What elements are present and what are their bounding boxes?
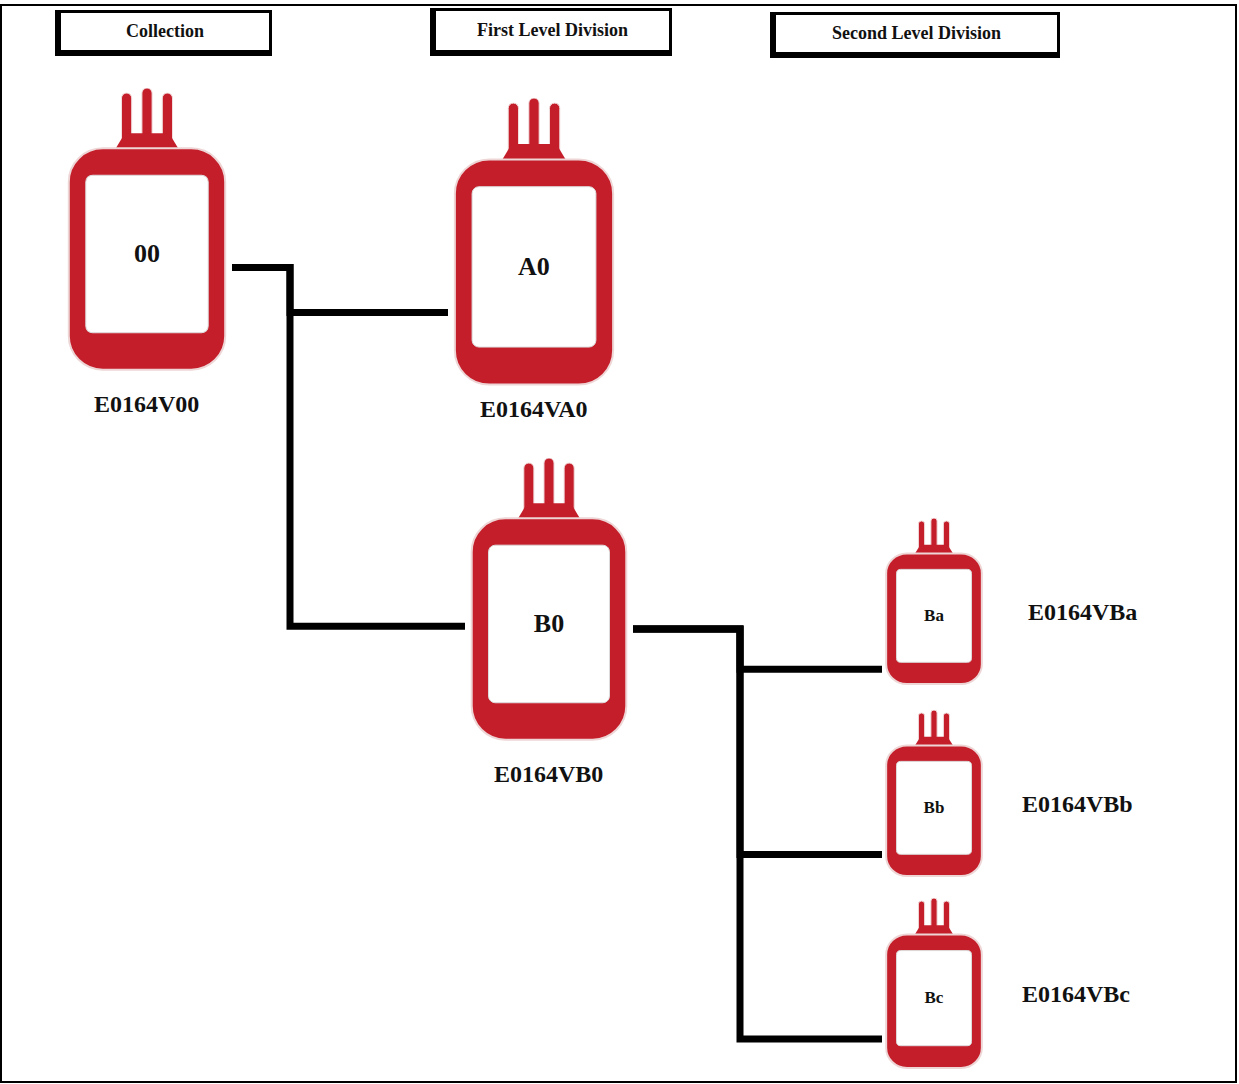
stage-heading-box: Collection bbox=[55, 10, 272, 56]
unit-code: E0164VBc bbox=[1022, 981, 1130, 1008]
bag-label-area bbox=[489, 545, 610, 703]
bag-label: 00 bbox=[86, 175, 208, 333]
unit-code: E0164VBb bbox=[1022, 791, 1133, 818]
bag-body bbox=[886, 934, 982, 1068]
unit-code: E0164VBa bbox=[1028, 599, 1137, 626]
bag-body bbox=[472, 518, 627, 739]
bag-drawing bbox=[62, 88, 232, 373]
bag-body bbox=[69, 148, 225, 369]
heading-text: First Level Division bbox=[477, 20, 628, 41]
split-connector bbox=[633, 629, 882, 669]
heading-text: Collection bbox=[126, 21, 204, 42]
bag-drawing bbox=[882, 898, 986, 1070]
blood-bag: BaE0164VBa bbox=[882, 518, 986, 686]
bag-drawing bbox=[465, 458, 633, 743]
split-connector bbox=[633, 629, 882, 854]
bag-label-text: A0 bbox=[518, 252, 550, 282]
bag-label: B0 bbox=[489, 545, 610, 703]
bag-body bbox=[886, 746, 982, 876]
unit-code: E0164V00 bbox=[94, 391, 199, 418]
split-connector bbox=[633, 629, 882, 1039]
bag-label-text: Bb bbox=[924, 798, 945, 818]
bag-label-text: B0 bbox=[534, 609, 564, 639]
bag-label-area bbox=[86, 175, 208, 333]
bag-label-text: 00 bbox=[134, 239, 160, 269]
unit-code: E0164VA0 bbox=[480, 396, 588, 423]
bag-label-text: Ba bbox=[924, 606, 944, 626]
unit-code-text: E0164VBc bbox=[1022, 981, 1130, 1007]
unit-code: E0164VB0 bbox=[494, 761, 603, 788]
stage-heading-box: Second Level Division bbox=[770, 12, 1060, 58]
bag-label-area bbox=[897, 761, 972, 854]
bag-body bbox=[455, 159, 613, 384]
bag-label-text: Bc bbox=[925, 988, 944, 1008]
blood-bag: 00E0164V00 bbox=[62, 88, 232, 373]
unit-code-text: E0164VA0 bbox=[480, 396, 588, 422]
split-connector bbox=[232, 268, 448, 313]
bag-label-area bbox=[472, 187, 596, 347]
bag-body bbox=[886, 554, 982, 684]
blood-bag: A0E0164VA0 bbox=[448, 98, 620, 388]
unit-code-text: E0164VBa bbox=[1028, 599, 1137, 625]
bag-label: A0 bbox=[472, 187, 596, 347]
bag-label: Ba bbox=[897, 569, 972, 662]
unit-code-text: E0164VBb bbox=[1022, 791, 1133, 817]
blood-bag: B0E0164VB0 bbox=[465, 458, 633, 743]
split-connector bbox=[232, 268, 465, 627]
heading-text: Second Level Division bbox=[832, 23, 1001, 44]
unit-code-text: E0164VB0 bbox=[494, 761, 603, 787]
frame-border bbox=[1, 5, 1236, 1082]
bag-label-area bbox=[897, 951, 972, 1046]
bag-label: Bb bbox=[897, 761, 972, 854]
bag-drawing bbox=[448, 98, 620, 388]
stage-heading-box: First Level Division bbox=[430, 8, 672, 56]
bag-label: Bc bbox=[897, 951, 972, 1046]
blood-bag: BcE0164VBc bbox=[882, 898, 986, 1070]
blood-bag: BbE0164VBb bbox=[882, 710, 986, 878]
bag-drawing bbox=[882, 710, 986, 878]
bag-label-area bbox=[897, 569, 972, 662]
unit-code-text: E0164V00 bbox=[94, 391, 199, 417]
bag-drawing bbox=[882, 518, 986, 686]
